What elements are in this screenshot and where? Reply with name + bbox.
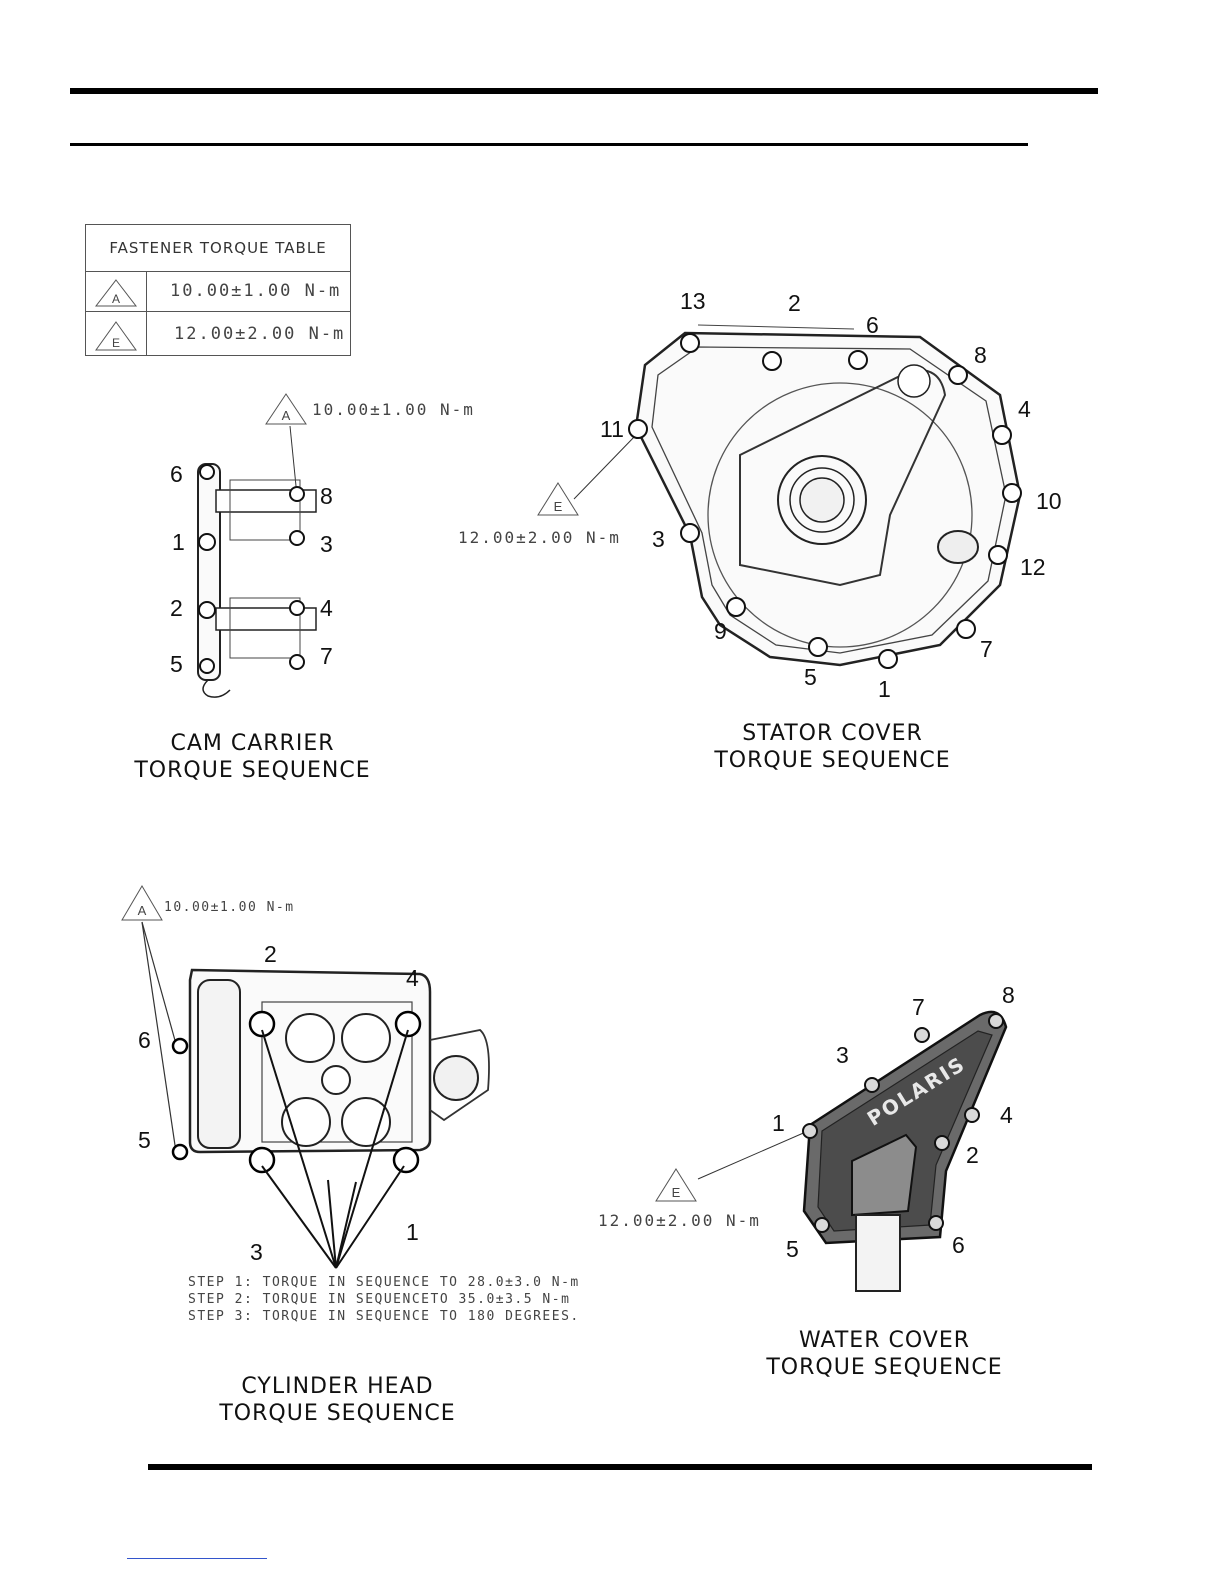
stator-callout-value: 12.00±2.00 N-m (458, 528, 621, 547)
water-bolt-label: 5 (786, 1236, 799, 1262)
triangle-e-icon: E (95, 321, 137, 351)
head-bolt-label: 1 (406, 1219, 419, 1245)
cylinder-head-drawing: A 10.00±1.00 N-m 2 4 6 5 3 1 (121, 885, 490, 1269)
water-bolt-label: 4 (1000, 1102, 1013, 1128)
footer-link-underline[interactable] (127, 1558, 267, 1559)
stator-callout-triangle (537, 482, 579, 516)
cam-callout-triangle (265, 393, 307, 425)
stator-bolt-label: 8 (974, 342, 987, 368)
head-step-2: STEP 2: TORQUE IN SEQUENCETO 35.0±3.5 N-… (188, 1292, 571, 1307)
cam-callout-symbol: A (282, 408, 291, 423)
water-cover-drawing: E 12.00±2.00 N-m POLARIS 7 8 3 1 4 2 5 6 (598, 982, 1015, 1292)
head-bolt-label: 2 (264, 941, 277, 967)
cam-bolt-label: 2 (170, 595, 183, 621)
water-bolt-label: 8 (1002, 982, 1015, 1008)
svg-text:A: A (112, 292, 120, 306)
bottom-thick-rule (148, 1464, 1092, 1470)
head-callout-symbol: A (138, 903, 147, 918)
head-step-3: STEP 3: TORQUE IN SEQUENCE TO 180 DEGREE… (188, 1309, 580, 1324)
cam-bolt-label: 1 (172, 529, 185, 555)
water-callout-triangle (655, 1168, 697, 1202)
torque-value-e: 12.00±2.00 N-m (174, 324, 346, 344)
torque-table-row-e: E 12.00±2.00 N-m (86, 312, 350, 356)
cam-bolt-label: 6 (170, 461, 183, 487)
stator-bolt-label: 12 (1020, 554, 1046, 580)
water-cover-caption: WATER COVER TORQUE SEQUENCE (766, 1328, 1003, 1380)
water-bolt-label: 7 (912, 994, 925, 1020)
water-bolt-label: 6 (952, 1232, 965, 1258)
stator-bolt-label: 9 (714, 618, 727, 644)
head-bolt-label: 3 (250, 1239, 263, 1265)
head-bolt-label: 5 (138, 1127, 151, 1153)
stator-cover-caption: STATOR COVER TORQUE SEQUENCE (714, 721, 951, 773)
cylinder-head-caption: CYLINDER HEAD TORQUE SEQUENCE (219, 1374, 456, 1426)
stator-bolt-label: 10 (1036, 488, 1062, 514)
cam-carrier-caption: CAM CARRIER TORQUE SEQUENCE (134, 731, 371, 783)
torque-table-title: FASTENER TORQUE TABLE (86, 225, 350, 272)
head-callout-value: 10.00±1.00 N-m (164, 900, 295, 915)
cam-bolt-label: 4 (320, 595, 333, 621)
head-bolt-label: 6 (138, 1027, 151, 1053)
top-thick-rule (70, 88, 1098, 94)
cam-bolt-label: 5 (170, 651, 183, 677)
stator-bolt-label: 5 (804, 664, 817, 690)
water-callout-value: 12.00±2.00 N-m (598, 1211, 761, 1230)
stator-bolt-label: 11 (600, 416, 624, 442)
water-callout-symbol: E (672, 1185, 681, 1200)
top-thin-rule (70, 143, 1028, 146)
head-callout-triangle (121, 885, 163, 921)
water-bolt-label: 3 (836, 1042, 849, 1068)
cam-callout-value: 10.00±1.00 N-m (312, 400, 475, 419)
stator-bolt-label: 3 (652, 526, 665, 552)
stator-bolt-label: 13 (680, 288, 706, 314)
head-bolt-label: 4 (406, 965, 419, 991)
stator-bolt-label: 7 (980, 636, 993, 662)
fastener-torque-table: FASTENER TORQUE TABLE A 10.00±1.00 N-m E… (85, 224, 351, 356)
stator-bolt-label: 6 (866, 312, 879, 338)
triangle-a-icon: A (94, 279, 138, 307)
cam-carrier-drawing: A 10.00±1.00 N-m 6 8 1 3 2 4 5 7 (170, 393, 475, 698)
head-step-1: STEP 1: TORQUE IN SEQUENCE TO 28.0±3.0 N… (188, 1275, 580, 1290)
cam-bolt-label: 3 (320, 531, 333, 557)
stator-cover-drawing: E 12.00±2.00 N-m 13 2 6 8 11 4 10 3 12 9… (458, 288, 1062, 702)
stator-bolt-label: 4 (1018, 396, 1031, 422)
cam-bolt-label: 8 (320, 483, 333, 509)
torque-table-row-a: A 10.00±1.00 N-m (86, 272, 350, 312)
cylinder-head-steps: STEP 1: TORQUE IN SEQUENCE TO 28.0±3.0 N… (188, 1274, 580, 1325)
water-bolt-label: 1 (772, 1110, 785, 1136)
svg-text:E: E (112, 336, 120, 350)
cam-bolt-label: 7 (320, 643, 333, 669)
torque-value-a: 10.00±1.00 N-m (170, 281, 342, 301)
stator-bolt-label: 1 (878, 676, 891, 702)
water-bolt-label: 2 (966, 1142, 979, 1168)
stator-callout-symbol: E (554, 499, 563, 514)
stator-bolt-label: 2 (788, 290, 801, 316)
